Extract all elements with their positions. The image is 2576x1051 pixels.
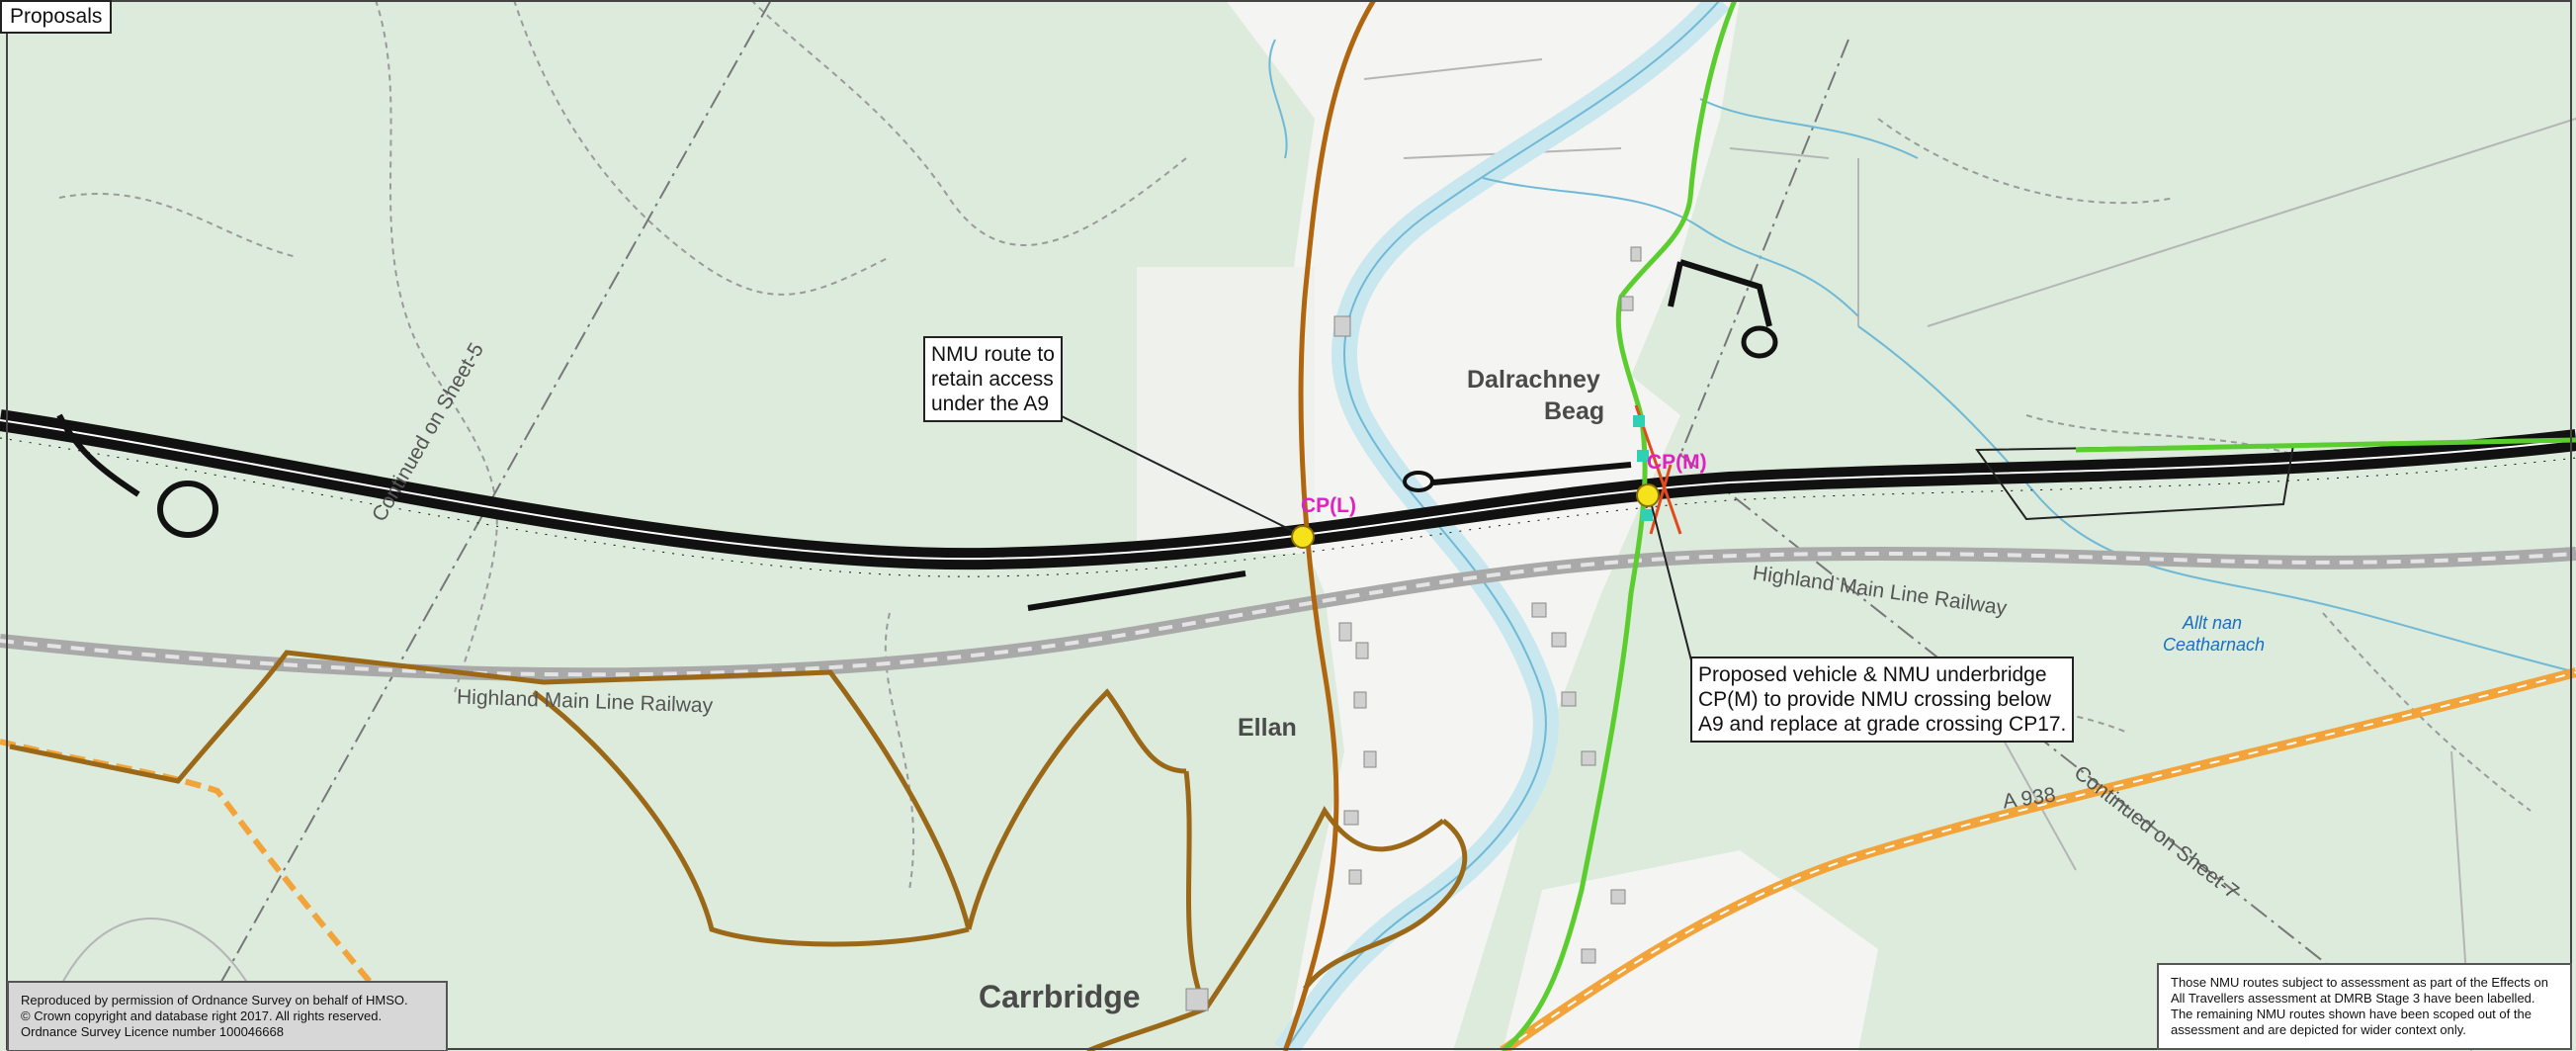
a9-embankment xyxy=(0,437,2576,577)
callout-nmu-access-line: retain access xyxy=(931,368,1054,391)
nmu-route-east xyxy=(2075,437,2576,453)
panel-title: Proposals xyxy=(0,0,113,34)
label-dalrachney: Dalrachney xyxy=(1467,366,1600,394)
label-cp-l: CP(L) xyxy=(1301,494,1356,517)
cp-m-marker-icon xyxy=(1636,483,1660,507)
leader-nmu-access xyxy=(1059,414,1304,537)
copyright-line: Reproduced by permission of Ordnance Sur… xyxy=(21,993,408,1007)
label-cp-m: CP(M) xyxy=(1647,451,1707,474)
label-allt-line1: Allt nan xyxy=(2183,613,2243,633)
label-ellan: Ellan xyxy=(1238,714,1297,742)
road-b9153 xyxy=(1282,0,1377,1051)
junction-north xyxy=(1741,325,1778,359)
assessment-line: assessment and are depicted for wider co… xyxy=(2171,1022,2466,1037)
settlement-area xyxy=(1226,0,1740,1051)
callout-nmu-access: NMU route to retain access under the A9 xyxy=(923,336,1063,422)
buildings xyxy=(1185,246,1642,1011)
callout-underbridge: Proposed vehicle & NMU underbridge CP(M)… xyxy=(1690,657,2075,743)
nmu-routes-brown xyxy=(9,650,1468,1051)
access-roads xyxy=(56,259,1772,611)
assessment-note: Those NMU routes subject to assessment a… xyxy=(2157,963,2572,1050)
field-boundaries xyxy=(58,0,2532,891)
settlement-south xyxy=(1503,850,1878,1051)
assessment-line: All Travellers assessment at DMRB Stage … xyxy=(2171,991,2535,1006)
copyright-line: Ordnance Survey Licence number 100046668 xyxy=(21,1024,284,1039)
field-lines xyxy=(58,0,2576,1051)
callout-underbridge-line: Proposed vehicle & NMU underbridge xyxy=(1698,663,2047,686)
callout-underbridge-line: CP(M) to provide NMU crossing below xyxy=(1698,688,2052,711)
assessment-line: Those NMU routes subject to assessment a… xyxy=(2171,975,2548,990)
label-allt-line2: Ceatharnach xyxy=(2163,635,2266,655)
copyright-notice: Reproduced by permission of Ordnance Sur… xyxy=(7,981,448,1051)
callout-underbridge-line: A9 and replace at grade crossing CP17. xyxy=(1698,713,2067,736)
railway-pattern xyxy=(0,551,2576,677)
streams xyxy=(1268,39,2576,673)
a9-centre xyxy=(0,419,2576,561)
map-frame xyxy=(6,0,2572,1050)
road-a938-dash xyxy=(1502,671,2576,1051)
boundary-line xyxy=(1679,39,1849,456)
nmu-route-green xyxy=(1501,0,1738,1051)
label-carrbridge: Carrbridge xyxy=(979,979,1141,1014)
junction-west xyxy=(157,481,218,538)
label-beag: Beag xyxy=(1544,397,1605,425)
cp-l-marker-icon xyxy=(1291,525,1315,549)
sheet-boundary-line xyxy=(216,0,772,990)
callout-nmu-access-line: NMU route to xyxy=(931,343,1055,366)
settlement-block xyxy=(1137,267,1315,554)
assessment-line: The remaining NMU routes shown have been… xyxy=(2171,1007,2532,1021)
junction-access xyxy=(1403,471,1434,492)
leader-underbridge xyxy=(1648,493,1693,665)
copyright-line: © Crown copyright and database right 201… xyxy=(21,1008,383,1023)
underbridge-deck xyxy=(1633,415,1653,521)
callout-nmu-access-line: under the A9 xyxy=(931,393,1050,415)
